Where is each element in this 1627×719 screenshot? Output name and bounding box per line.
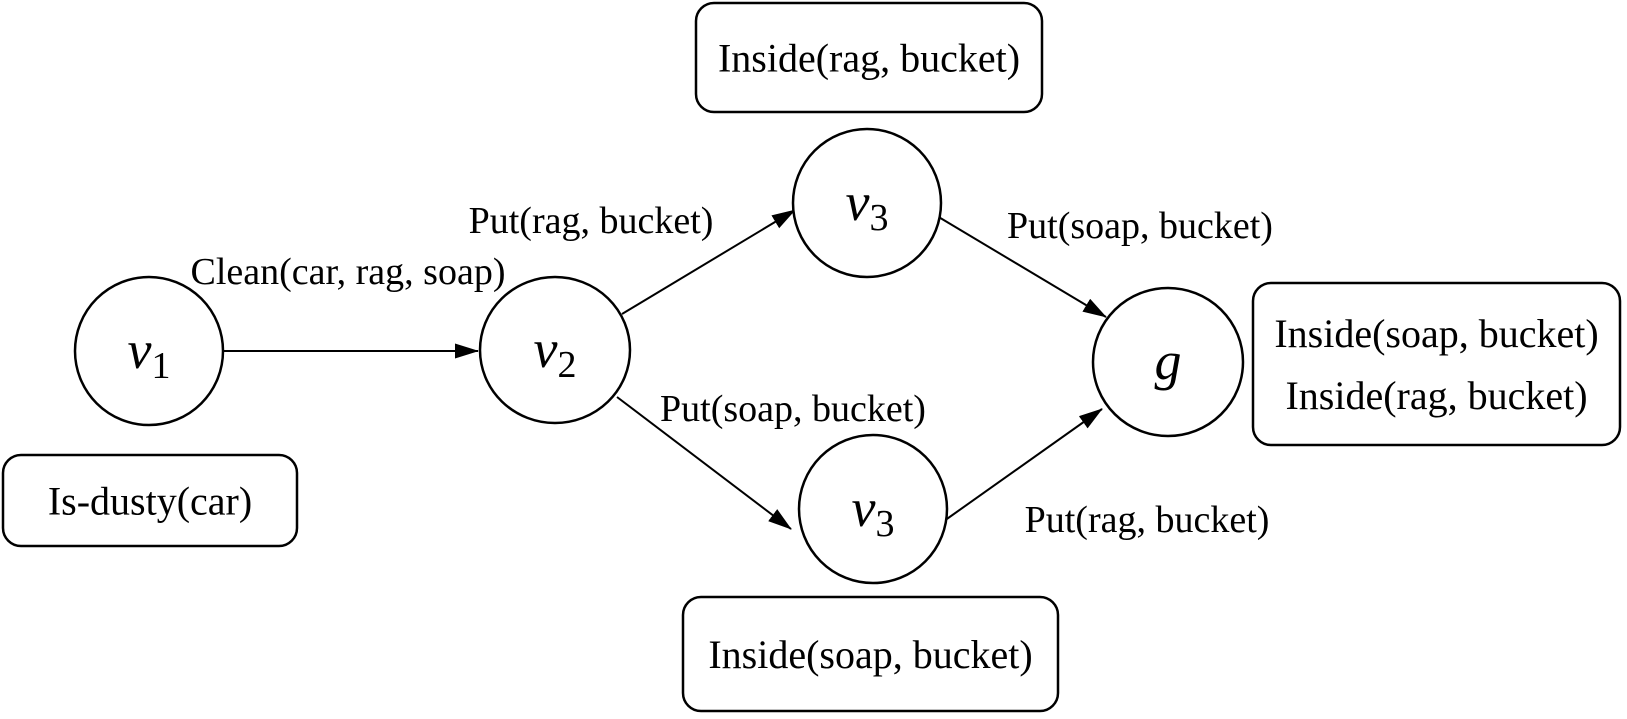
state-box-inside-rag-top-line-1: Inside(rag, bucket) <box>718 36 1020 81</box>
state-box-inside-rag-top <box>694 1 1044 114</box>
edge-label-v2-to-v3top: Put(rag, bucket) <box>469 200 714 242</box>
edge-label-v1-to-v2: Clean(car, rag, soap) <box>191 251 506 293</box>
state-box-inside-soap-bottom <box>681 595 1060 713</box>
edge-v3bottom-to-g <box>943 408 1103 522</box>
node-g-label: g <box>1155 331 1182 391</box>
node-v3-bottom-circle <box>797 433 949 585</box>
state-box-goal-conditions <box>1251 281 1622 447</box>
state-box-inside-soap-bottom-line-1: Inside(soap, bucket) <box>708 632 1032 677</box>
edge-v2-to-v3bottom <box>616 396 792 530</box>
state-box-is-dusty-line-1: Is-dusty(car) <box>48 479 252 524</box>
state-box-goal-conditions-line-2: Inside(rag, bucket) <box>1285 373 1587 418</box>
node-v3-top-label: v3 <box>846 172 889 239</box>
edge-label-v3top-to-g: Put(soap, bucket) <box>1007 205 1273 247</box>
state-box-is-dusty <box>1 453 299 548</box>
node-v3-top-circle <box>791 127 943 279</box>
edge-label-v3bottom-to-g: Put(rag, bucket) <box>1025 499 1270 541</box>
edge-label-v2-to-v3bottom: Put(soap, bucket) <box>660 388 926 430</box>
node-g-circle <box>1091 286 1245 438</box>
node-v1-circle <box>73 275 225 427</box>
edge-v3top-to-g <box>936 215 1107 318</box>
node-v2-label: v2 <box>534 319 577 386</box>
state-box-goal-conditions-line-1: Inside(soap, bucket) <box>1274 311 1598 356</box>
node-v3-bottom-label: v3 <box>852 478 895 545</box>
edge-v2-to-v3top <box>621 209 796 315</box>
node-v1-label: v1 <box>128 320 171 387</box>
node-v2-circle <box>478 275 632 425</box>
